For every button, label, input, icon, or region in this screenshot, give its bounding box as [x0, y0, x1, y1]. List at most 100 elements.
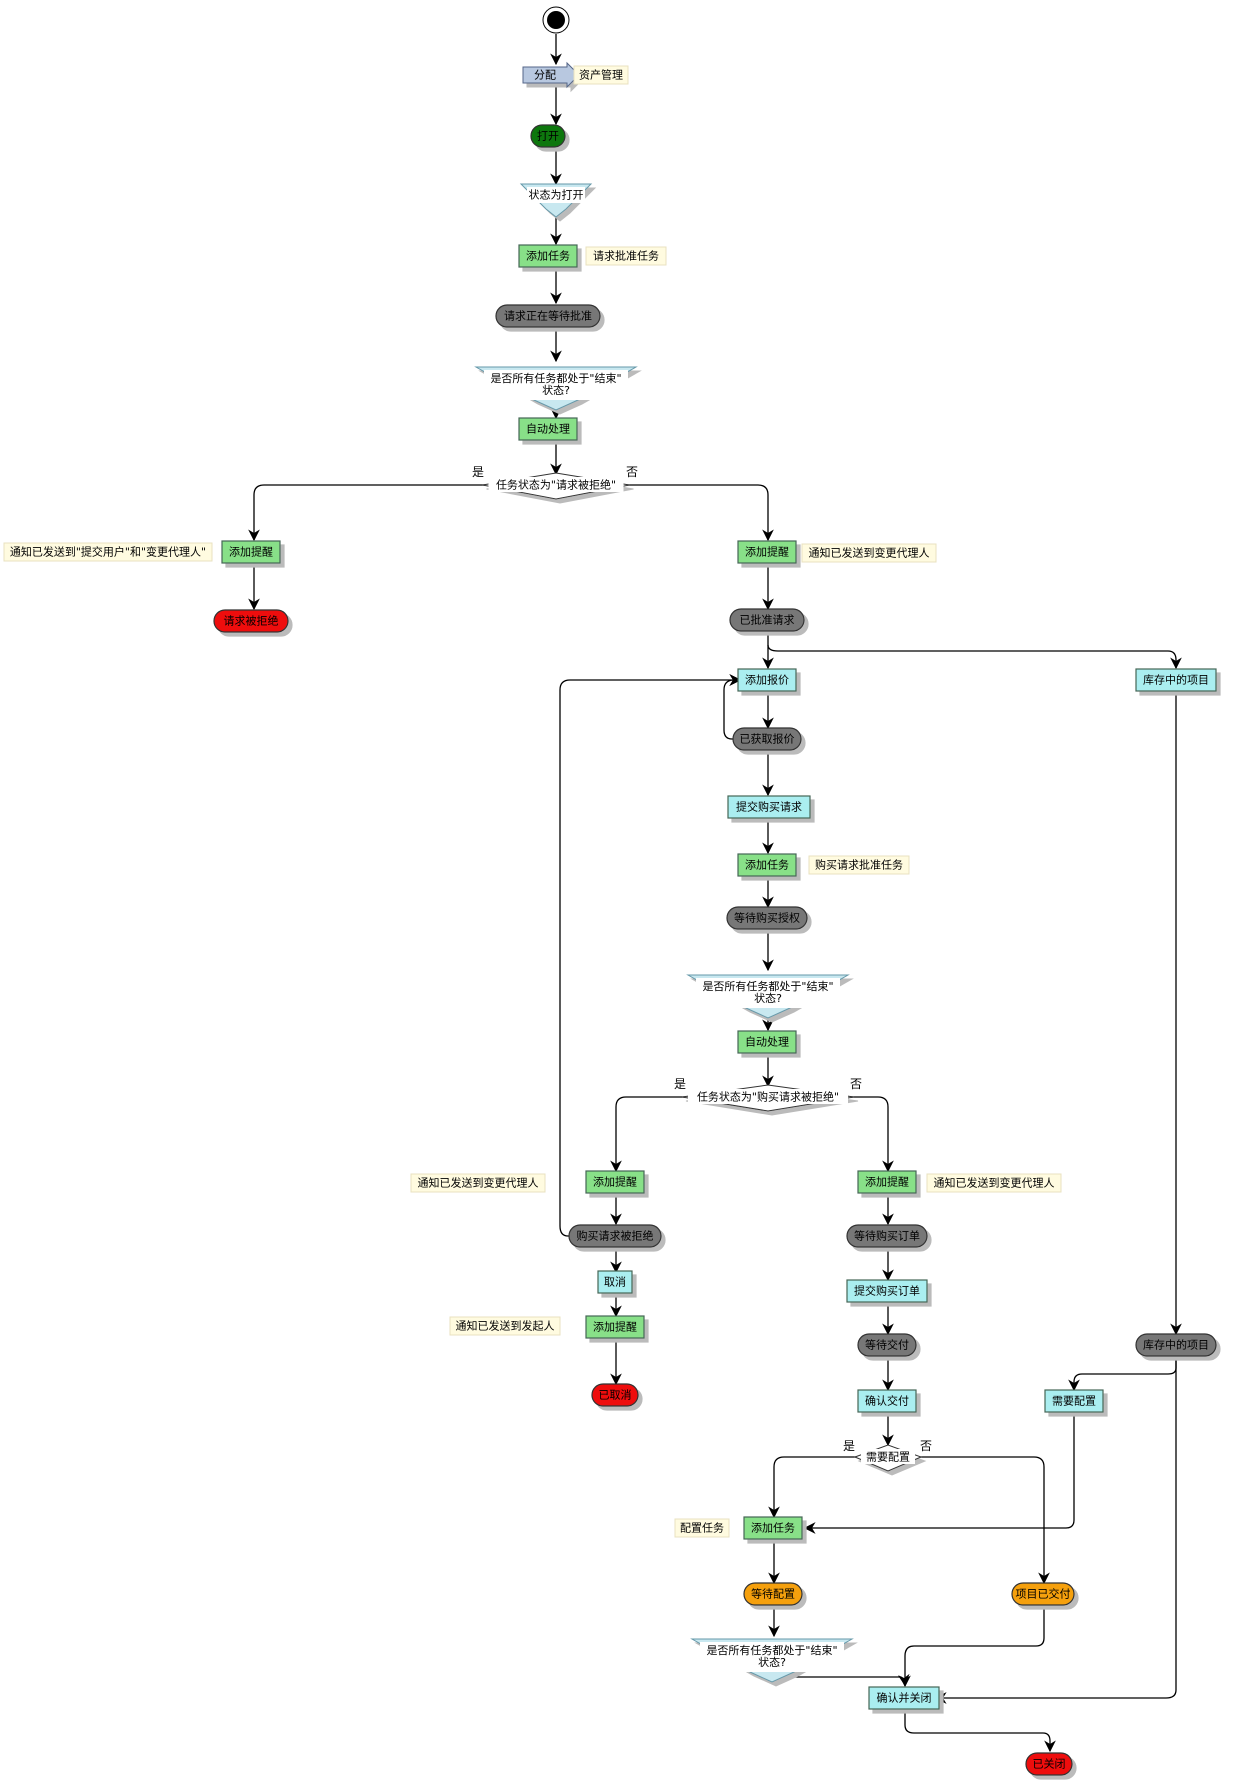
- node-closed[interactable]: 已关闭: [1025, 1752, 1073, 1776]
- node-label: 通知已发送到变更代理人: [418, 1176, 539, 1190]
- node-auto-process-2[interactable]: 自动处理: [737, 1030, 797, 1054]
- node-label: 项目已交付: [1016, 1587, 1071, 1601]
- node-label: 库存中的项目: [1143, 1338, 1209, 1352]
- node-request-approved[interactable]: 已批准请求: [729, 608, 805, 632]
- node-label: 等待配置: [751, 1587, 795, 1601]
- node-label: 添加提醒: [745, 545, 789, 559]
- node-assign[interactable]: 分配: [522, 61, 580, 89]
- node-confirm-delivery[interactable]: 确认交付: [857, 1389, 917, 1413]
- node-decision-purchase-rejected[interactable]: 任务状态为"购买请求被拒绝": [681, 1084, 855, 1112]
- branch-label-no: 否: [920, 1439, 932, 1453]
- node-add-reminder-pr-left[interactable]: 添加提醒: [585, 1170, 645, 1194]
- edge: [899, 1605, 1045, 1688]
- node-waiting-purchase-order[interactable]: 等待购买订单: [846, 1224, 928, 1248]
- node-label: 购买请求被拒绝: [577, 1229, 654, 1243]
- node-label: 资产管理: [579, 68, 623, 82]
- node-label: 添加报价: [745, 673, 789, 687]
- edge-no: [914, 1456, 1050, 1585]
- node-label: 是否所有任务都处于"结束"状态?: [706, 1643, 837, 1669]
- note-request-approval-task: 请求批准任务: [585, 246, 667, 266]
- note-asset-management: 资产管理: [573, 65, 629, 85]
- node-label: 提交购买请求: [736, 800, 802, 814]
- node-purchase-request-rejected[interactable]: 购买请求被拒绝: [568, 1224, 662, 1248]
- node-label: 等待交付: [865, 1338, 909, 1352]
- edge: [803, 1412, 1075, 1534]
- node-add-reminder-right[interactable]: 添加提醒: [737, 540, 797, 564]
- branch-label-yes: 是: [843, 1439, 855, 1453]
- node-needs-config-action[interactable]: 需要配置: [1044, 1389, 1104, 1413]
- node-confirm-close[interactable]: 确认并关闭: [868, 1686, 940, 1710]
- node-all-tasks-done-1[interactable]: 是否所有任务都处于"结束"状态?: [474, 366, 638, 411]
- node-open[interactable]: 打开: [530, 124, 566, 148]
- node-label: 需要配置: [1052, 1395, 1096, 1408]
- node-quote-obtained[interactable]: 已获取报价: [732, 727, 802, 751]
- note-notify-user-and-agent: 通知已发送到"提交用户"和"变更代理人": [3, 542, 213, 562]
- node-label: 打开: [537, 129, 559, 143]
- node-all-tasks-done-3[interactable]: 是否所有任务都处于"结束"状态?: [690, 1638, 854, 1683]
- branch-label-yes: 是: [674, 1077, 686, 1091]
- node-decision-rejected[interactable]: 任务状态为"请求被拒绝": [482, 472, 630, 500]
- node-all-tasks-done-2[interactable]: 是否所有任务都处于"结束"状态?: [686, 974, 850, 1019]
- node-label: 通知已发送到变更代理人: [809, 546, 930, 560]
- node-label: 提交购买订单: [854, 1284, 920, 1298]
- branch-label-no: 否: [626, 465, 638, 479]
- node-in-stock-2[interactable]: 库存中的项目: [1135, 1333, 1217, 1357]
- node-label: 添加任务: [751, 1521, 795, 1535]
- node-add-reminder-pr-right[interactable]: 添加提醒: [857, 1170, 917, 1194]
- node-waiting-config[interactable]: 等待配置: [743, 1582, 803, 1606]
- node-auto-process-1[interactable]: 自动处理: [518, 417, 578, 441]
- node-label: 添加任务: [526, 249, 570, 263]
- edge-yes: [768, 1456, 862, 1519]
- node-label: 通知已发送到"提交用户"和"变更代理人": [10, 545, 206, 559]
- node-request-rejected[interactable]: 请求被拒绝: [213, 609, 289, 633]
- node-add-task-2[interactable]: 添加任务: [737, 853, 797, 877]
- node-item-delivered[interactable]: 项目已交付: [1011, 1582, 1075, 1606]
- node-submit-purchase-order[interactable]: 提交购买订单: [846, 1279, 928, 1303]
- node-label: 请求批准任务: [593, 249, 659, 263]
- node-label: 购买请求批准任务: [815, 858, 903, 872]
- edge: [904, 1709, 1056, 1753]
- node-add-quote[interactable]: 添加报价: [737, 668, 797, 692]
- node-label: 配置任务: [680, 1522, 724, 1535]
- branch-label-yes: 是: [472, 465, 484, 479]
- node-label: 库存中的项目: [1143, 673, 1209, 687]
- note-notify-initiator: 通知已发送到发起人: [449, 1316, 561, 1336]
- node-waiting-approval[interactable]: 请求正在等待批准: [495, 304, 601, 328]
- node-add-task-config[interactable]: 添加任务: [743, 1516, 803, 1540]
- node-add-task-1[interactable]: 添加任务: [518, 244, 578, 268]
- node-waiting-purchase-auth[interactable]: 等待购买授权: [726, 906, 808, 930]
- node-label: 等待购买授权: [734, 911, 800, 925]
- node-label: 任务状态为"请求被拒绝": [496, 478, 616, 492]
- start-node: [542, 6, 570, 34]
- node-add-reminder-left[interactable]: 添加提醒: [221, 540, 281, 564]
- edge-no: [843, 1096, 894, 1173]
- edge-yes: [610, 1096, 694, 1173]
- node-in-stock-1[interactable]: 库存中的项目: [1135, 668, 1217, 692]
- edges: [248, 34, 1182, 1753]
- node-label: 已关闭: [1033, 1757, 1066, 1771]
- node-label: 请求被拒绝: [224, 614, 279, 628]
- node-label: 添加提醒: [593, 1175, 637, 1189]
- node-label: 自动处理: [526, 423, 570, 436]
- node-label: 添加任务: [745, 858, 789, 872]
- node-label: 请求正在等待批准: [504, 309, 592, 323]
- node-label: 状态为打开: [529, 188, 584, 202]
- node-state-open[interactable]: 状态为打开: [519, 183, 593, 218]
- node-waiting-delivery[interactable]: 等待交付: [857, 1333, 917, 1357]
- node-label: 通知已发送到发起人: [456, 1319, 555, 1333]
- node-label: 取消: [604, 1275, 626, 1289]
- node-cancelled[interactable]: 已取消: [591, 1383, 639, 1407]
- edge: [767, 644, 1182, 670]
- node-label: 是否所有任务都处于"结束"状态?: [490, 371, 621, 397]
- node-label: 自动处理: [745, 1036, 789, 1049]
- note-notify-agent-2: 通知已发送到变更代理人: [410, 1173, 546, 1193]
- node-submit-purchase-request[interactable]: 提交购买请求: [727, 795, 811, 819]
- node-label: 添加提醒: [593, 1320, 637, 1334]
- node-cancel[interactable]: 取消: [597, 1270, 633, 1294]
- node-add-reminder-cancel[interactable]: 添加提醒: [585, 1315, 645, 1339]
- node-label: 是否所有任务都处于"结束"状态?: [702, 979, 833, 1005]
- note-purchase-approval-task: 购买请求批准任务: [808, 855, 910, 875]
- node-label: 添加提醒: [229, 545, 273, 559]
- node-decision-needs-config[interactable]: 需要配置: [853, 1444, 923, 1472]
